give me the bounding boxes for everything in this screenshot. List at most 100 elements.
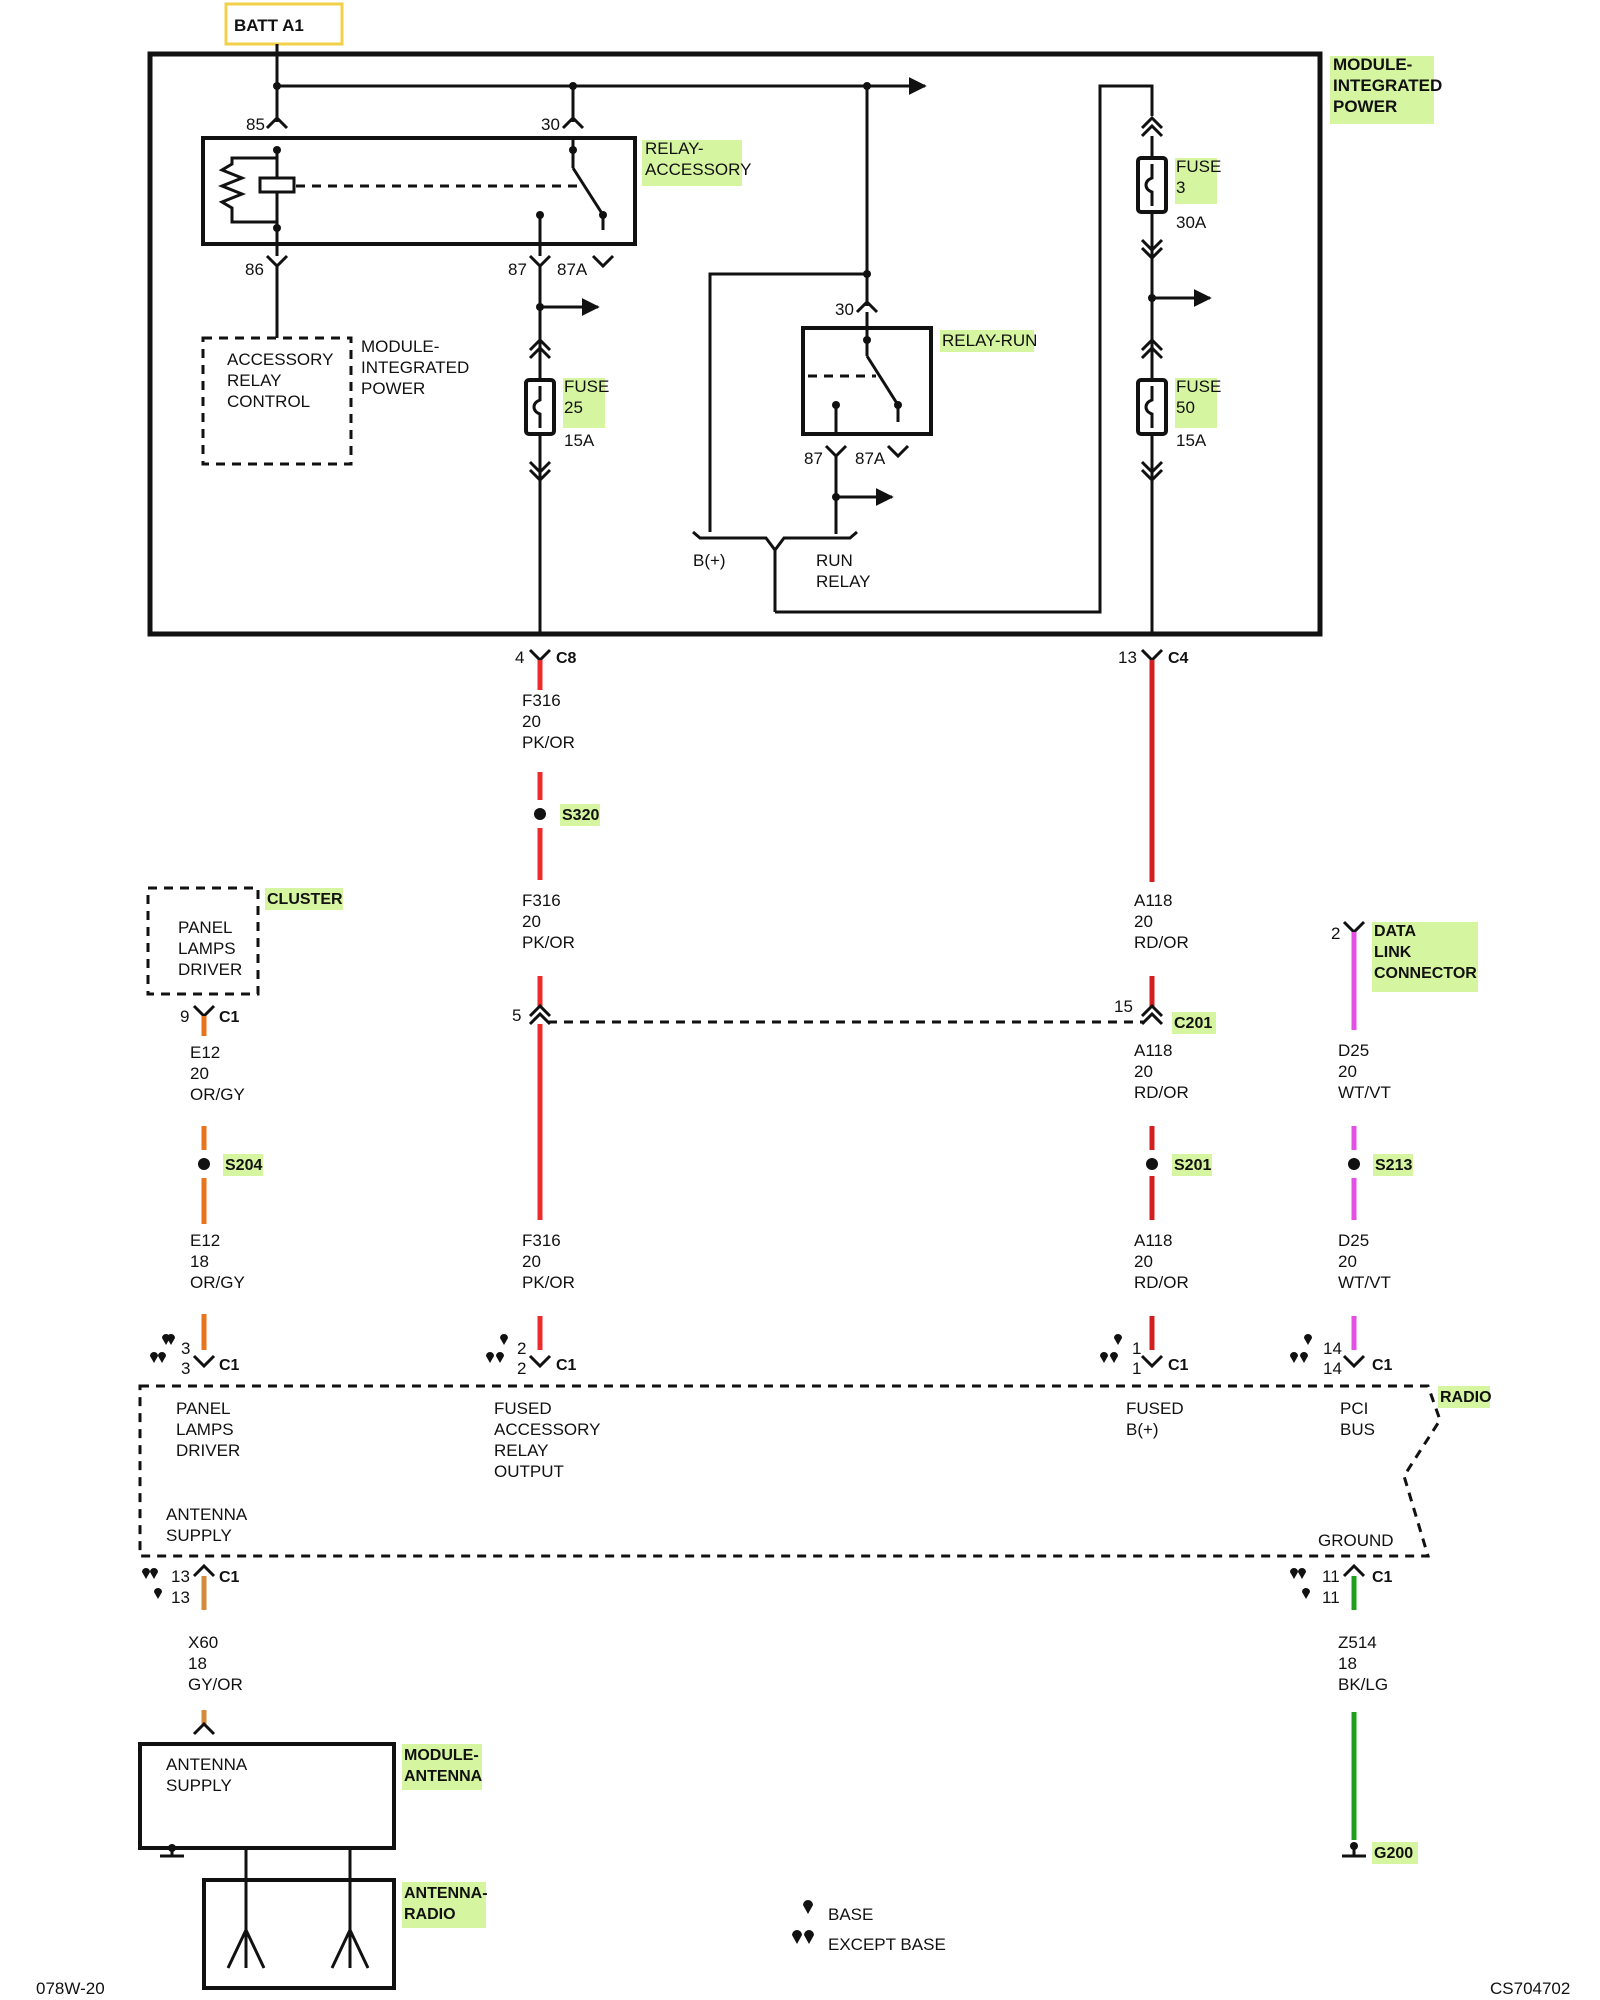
- svg-text:3: 3: [181, 1359, 190, 1378]
- svg-text:C1: C1: [1168, 1357, 1189, 1374]
- radio-c1-pin-1: 1 1 C1: [1100, 1334, 1189, 1378]
- svg-text:9: 9: [180, 1007, 189, 1026]
- splice-s201: S201: [1174, 1157, 1211, 1174]
- svg-text:85: 85: [246, 115, 265, 134]
- radio-box: [138, 1384, 1442, 1558]
- svg-text:C1: C1: [219, 1357, 240, 1374]
- svg-text:13: 13: [171, 1588, 190, 1607]
- antenna-radio-label: ANTENNA-RADIO: [404, 1885, 488, 1923]
- splice-s213: S213: [1375, 1157, 1412, 1174]
- svg-text:86: 86: [245, 260, 264, 279]
- batt-box: [224, 2, 344, 46]
- accessory-relay-control-box: [201, 336, 353, 466]
- svg-text:C1: C1: [219, 1009, 240, 1026]
- splice-s320: S320: [562, 807, 599, 824]
- module-integrated-power-box: [147, 51, 1323, 637]
- svg-text:15A: 15A: [564, 431, 595, 450]
- svg-text:15A: 15A: [1176, 431, 1207, 450]
- relay-run-label: RELAY-RUN: [942, 331, 1037, 350]
- module-antenna-label: MODULE-ANTENNA: [404, 1747, 483, 1785]
- svg-text:14: 14: [1323, 1359, 1342, 1378]
- svg-text:11: 11: [1322, 1567, 1340, 1586]
- splice-s204: S204: [225, 1157, 262, 1174]
- svg-text:B(+): B(+): [693, 551, 726, 570]
- antenna-radio-box: [202, 1878, 396, 1990]
- svg-text:5: 5: [512, 1006, 521, 1025]
- svg-text:30: 30: [835, 300, 854, 319]
- svg-text:EXCEPT BASE: EXCEPT BASE: [828, 1935, 946, 1954]
- svg-text:2: 2: [517, 1359, 526, 1378]
- svg-text:30: 30: [541, 115, 560, 134]
- svg-text:14: 14: [1323, 1339, 1342, 1358]
- legend: BASE EXCEPT BASE: [792, 1900, 946, 1954]
- svg-text:1: 1: [1132, 1339, 1141, 1358]
- svg-text:C8: C8: [556, 650, 577, 667]
- batt-label: BATT A1: [234, 16, 304, 35]
- svg-text:11: 11: [1322, 1588, 1340, 1607]
- footer-left: 078W-20: [36, 1979, 105, 1998]
- cluster-label: CLUSTER: [267, 891, 343, 908]
- svg-text:C1: C1: [556, 1357, 577, 1374]
- ground-g200: G200: [1374, 1845, 1413, 1862]
- svg-text:C1: C1: [1372, 1357, 1393, 1374]
- relay-accessory-label: RELAY-ACCESSORY: [645, 139, 751, 179]
- radio-label: RADIO: [1440, 1389, 1492, 1406]
- radio-c1-pin-11: 11 11 C1: [1290, 1563, 1393, 1607]
- radio-c1-pin-2: 2 2 C1: [486, 1334, 577, 1378]
- svg-text:13: 13: [1118, 648, 1137, 667]
- svg-text:BASE: BASE: [828, 1905, 873, 1924]
- svg-text:2: 2: [517, 1339, 526, 1358]
- svg-text:13: 13: [171, 1567, 190, 1586]
- svg-text:87: 87: [804, 449, 823, 468]
- svg-text:3: 3: [181, 1339, 190, 1358]
- svg-text:C1: C1: [219, 1569, 240, 1586]
- radio-c1-pin-14: 14 14 C1: [1290, 1334, 1393, 1378]
- module-antenna-box: [138, 1742, 396, 1850]
- svg-text:C1: C1: [1372, 1569, 1393, 1586]
- radio-c1-pin-3: 3 3 C1: [150, 1334, 240, 1378]
- svg-text:4: 4: [515, 648, 524, 667]
- radio-c1-pin-13: 13 13 C1: [142, 1563, 240, 1607]
- svg-text:87A: 87A: [557, 260, 588, 279]
- svg-text:87: 87: [508, 260, 527, 279]
- svg-text:1: 1: [1132, 1359, 1141, 1378]
- svg-text:30A: 30A: [1176, 213, 1207, 232]
- relay-accessory-box: [201, 136, 637, 246]
- svg-text:2: 2: [1331, 924, 1340, 943]
- svg-text:C4: C4: [1168, 650, 1189, 667]
- svg-text:87A: 87A: [855, 449, 886, 468]
- svg-text:GROUND: GROUND: [1318, 1531, 1394, 1550]
- footer-right: CS704702: [1490, 1979, 1570, 1998]
- svg-text:C201: C201: [1174, 1015, 1212, 1032]
- cluster-box: [146, 886, 260, 996]
- svg-text:15: 15: [1114, 997, 1133, 1016]
